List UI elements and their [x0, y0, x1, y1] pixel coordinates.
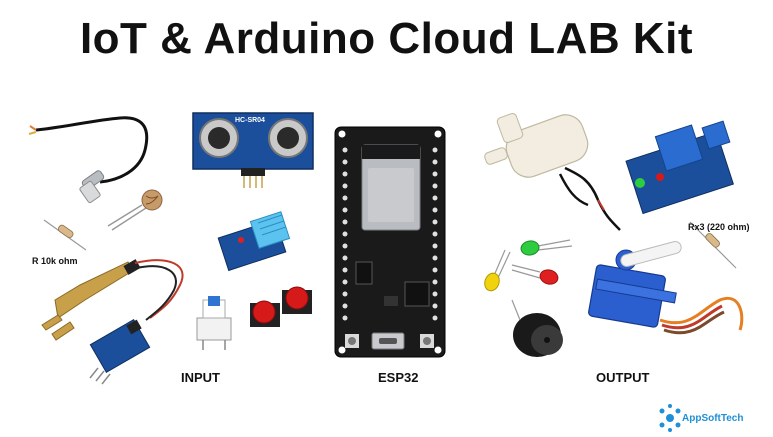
ultrasonic-sensor-icon	[192, 112, 314, 188]
red-buttons-icon	[250, 286, 312, 327]
relay-module-icon	[625, 120, 734, 215]
dht11-sensor-icon	[217, 211, 291, 272]
resistor-220-label: Rx3 (220 ohm)	[688, 222, 750, 232]
poster-title: IoT & Arduino Cloud LAB Kit	[79, 14, 694, 63]
appsofttech-logo-icon	[659, 404, 681, 432]
resistor-220-icon	[689, 221, 737, 269]
brand-logo: AppSoftTech	[655, 404, 765, 432]
input-label: INPUT	[181, 370, 220, 385]
sensor-module-board-icon	[89, 318, 151, 385]
soil-moisture-sensor-icon	[41, 259, 184, 341]
buzzer-icon	[511, 299, 563, 357]
output-label: OUTPUT	[596, 370, 650, 385]
led-red-icon	[511, 264, 559, 285]
led-yellow-icon	[484, 249, 511, 292]
temperature-probe-icon	[28, 116, 149, 204]
push-switch-icon	[196, 296, 232, 350]
resistor-10k-label: R 10k ohm	[32, 256, 78, 266]
ultrasonic-model-label: HC-SR04	[235, 117, 265, 124]
esp32-board-icon	[334, 126, 446, 358]
photoresistor-icon	[107, 189, 163, 231]
led-green-icon	[520, 239, 573, 256]
brand-logo-text: AppSoftTech	[682, 413, 744, 424]
servo-motor-icon	[588, 241, 744, 335]
water-pump-icon	[484, 112, 621, 231]
resistor-10k-icon	[43, 219, 87, 251]
esp32-label: ESP32	[378, 370, 419, 385]
